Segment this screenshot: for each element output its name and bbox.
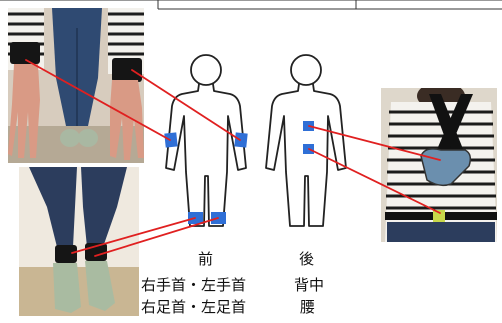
sensor-left-wrist [234,132,247,147]
front-locations-line1: 右手首・左手首 [141,276,246,294]
front-figure-outline [166,55,246,226]
back-locations-line1: 背中 [294,276,324,294]
back-figure-outline [266,55,346,226]
sensor-right-wrist [164,132,177,147]
back-view-label: 後 [299,250,314,268]
connector-ankle-photo-to-right-ankle [72,218,195,253]
connector-left-photo-wrist-to-right-wrist [26,60,170,140]
front-locations-line2: 右足首・左足首 [141,298,246,316]
connector-right-photo-wrist-to-left-wrist [132,70,240,140]
back-locations-line2: 腰 [300,298,315,316]
front-view-label: 前 [198,250,213,268]
connector-waist-sensor-to-belt [309,149,440,213]
connector-back-sensor-to-bag [309,126,440,160]
